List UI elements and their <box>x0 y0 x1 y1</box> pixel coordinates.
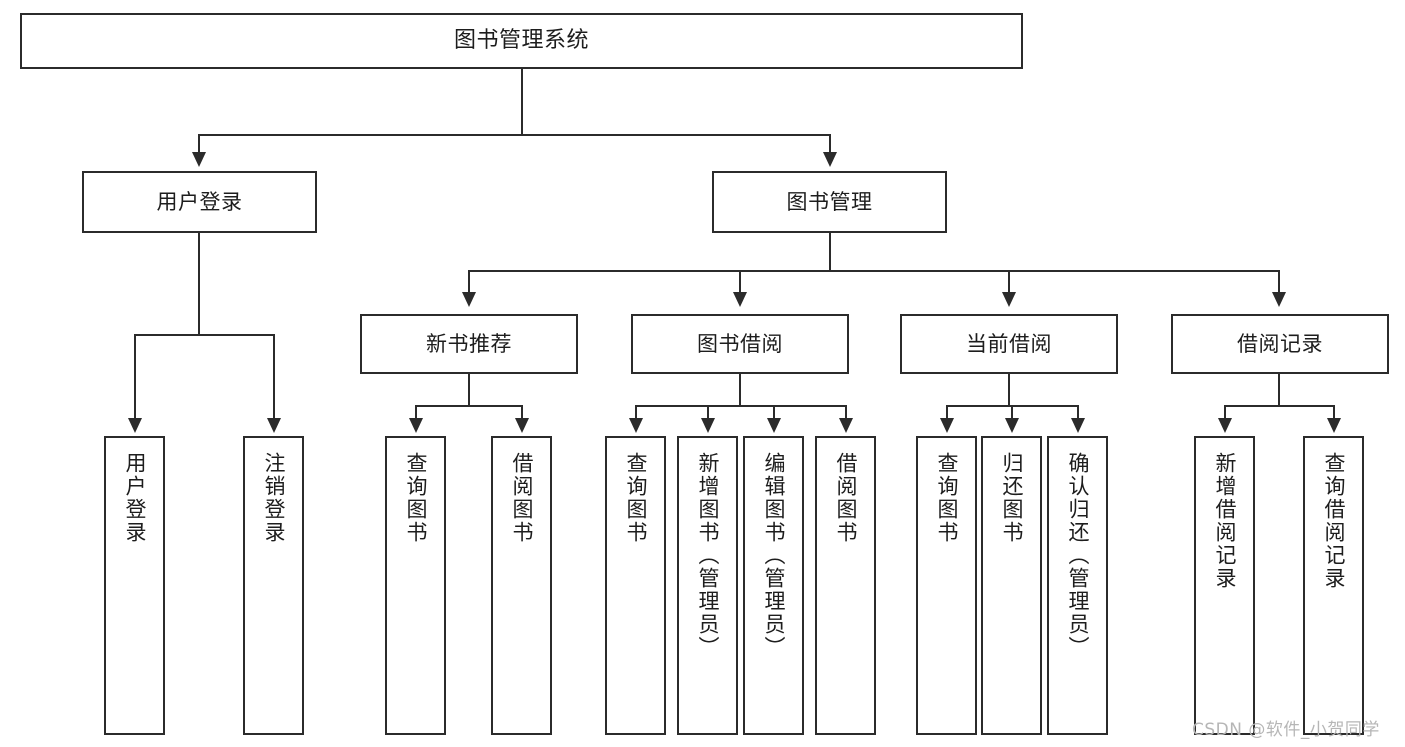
arrowhead-user-login-to-leaf-1 <box>267 418 281 433</box>
node-label: 图书管理系统 <box>453 28 589 54</box>
connector-current-borrow-stem <box>1008 374 1010 406</box>
connector-book-borrow-to-leaf-0 <box>635 405 637 420</box>
leaf-node-query-borrow-record[interactable]: 查询借阅记录 <box>1303 436 1364 735</box>
leaf-node-borrow-book-recommend[interactable]: 借阅图书 <box>491 436 552 735</box>
connector-new-book-stem <box>468 374 470 406</box>
arrowhead-book-borrow-to-leaf-2 <box>767 418 781 433</box>
connector-book-borrow-to-leaf-2 <box>773 405 775 420</box>
connector-current-borrow-to-leaf-0 <box>946 405 948 420</box>
arrowhead-current-borrow-to-leaf-0 <box>940 418 954 433</box>
node-borrow-record[interactable]: 借阅记录 <box>1171 314 1389 374</box>
connector-borrow-record-stem <box>1278 374 1280 406</box>
connector-borrow-record-to-leaf-0 <box>1224 405 1226 420</box>
node-label: 借阅图书 <box>509 452 534 544</box>
arrowhead-new-book-to-leaf-0 <box>409 418 423 433</box>
node-label: 借阅图书 <box>833 452 858 544</box>
connector-book-borrow-to-leaf-1 <box>707 405 709 420</box>
arrowhead-book-borrow-to-leaf-0 <box>629 418 643 433</box>
watermark-text: CSDN @软件_小贺同学 <box>1192 720 1380 740</box>
node-label: 图书管理 <box>786 189 873 214</box>
leaf-node-query-book-current[interactable]: 查询图书 <box>916 436 977 735</box>
leaf-node-query-book-recommend[interactable]: 查询图书 <box>385 436 446 735</box>
connector-book-mgmt-to-level3-1 <box>739 270 741 294</box>
node-label: 查询借阅记录 <box>1321 452 1346 590</box>
connector-user-login-stem <box>198 233 200 335</box>
node-label: 图书借阅 <box>697 331 783 356</box>
node-root-system[interactable]: 图书管理系统 <box>20 13 1023 69</box>
leaf-node-return-book[interactable]: 归还图书 <box>981 436 1042 735</box>
node-label: 查询图书 <box>623 452 648 544</box>
node-label: 当前借阅 <box>966 331 1052 356</box>
arrowhead-book-mgmt-to-level3-1 <box>733 292 747 307</box>
arrowhead-borrow-record-to-leaf-1 <box>1327 418 1341 433</box>
arrowhead-book-mgmt-to-level3-3 <box>1272 292 1286 307</box>
connector-user-login-to-leaf-1 <box>273 334 275 420</box>
arrowhead-current-borrow-to-leaf-2 <box>1071 418 1085 433</box>
node-label: 新书推荐 <box>426 331 512 356</box>
connector-user-login-split-bar <box>134 334 274 336</box>
connector-book-mgmt-stem <box>829 233 831 271</box>
arrowhead-book-mgmt-to-level3-0 <box>462 292 476 307</box>
leaf-node-add-book-admin[interactable]: 新增图书（管理员） <box>677 436 738 735</box>
leaf-node-borrow-book[interactable]: 借阅图书 <box>815 436 876 735</box>
node-label: 确认归还（管理员） <box>1065 452 1090 659</box>
connector-borrow-record-to-leaf-1 <box>1333 405 1335 420</box>
node-book-borrow[interactable]: 图书借阅 <box>631 314 849 374</box>
node-label: 查询图书 <box>934 452 959 544</box>
connector-borrow-record-split-bar <box>1224 405 1334 407</box>
connector-book-mgmt-to-level3-3 <box>1278 270 1280 294</box>
arrowhead-book-borrow-to-leaf-1 <box>701 418 715 433</box>
arrowhead-root-to-user-login <box>192 152 206 167</box>
node-label: 新增借阅记录 <box>1212 452 1237 590</box>
node-label: 新增图书（管理员） <box>695 452 720 659</box>
connector-book-borrow-to-leaf-3 <box>845 405 847 420</box>
connector-new-book-split-bar <box>415 405 522 407</box>
connector-book-borrow-split-bar <box>635 405 846 407</box>
arrowhead-new-book-to-leaf-1 <box>515 418 529 433</box>
arrowhead-user-login-to-leaf-0 <box>128 418 142 433</box>
connector-current-borrow-to-leaf-2 <box>1077 405 1079 420</box>
node-user-login[interactable]: 用户登录 <box>82 171 317 233</box>
node-label: 注销登录 <box>261 452 286 544</box>
node-current-borrow[interactable]: 当前借阅 <box>900 314 1118 374</box>
leaf-node-confirm-return-admin[interactable]: 确认归还（管理员） <box>1047 436 1108 735</box>
node-label: 用户登录 <box>122 452 147 544</box>
arrowhead-root-to-book-mgmt <box>823 152 837 167</box>
connector-new-book-to-leaf-1 <box>521 405 523 420</box>
node-label: 查询图书 <box>403 452 428 544</box>
arrowhead-book-borrow-to-leaf-3 <box>839 418 853 433</box>
node-label: 用户登录 <box>156 189 243 214</box>
connector-root-to-book-mgmt <box>829 134 831 154</box>
connector-root-stem <box>521 69 523 135</box>
node-book-management[interactable]: 图书管理 <box>712 171 947 233</box>
node-label: 借阅记录 <box>1237 331 1323 356</box>
connector-root-to-user-login <box>198 134 200 154</box>
arrowhead-book-mgmt-to-level3-2 <box>1002 292 1016 307</box>
arrowhead-borrow-record-to-leaf-0 <box>1218 418 1232 433</box>
leaf-node-query-book-borrow[interactable]: 查询图书 <box>605 436 666 735</box>
connector-root-split-bar <box>198 134 830 136</box>
leaf-node-logout[interactable]: 注销登录 <box>243 436 304 735</box>
leaf-node-add-borrow-record[interactable]: 新增借阅记录 <box>1194 436 1255 735</box>
arrowhead-current-borrow-to-leaf-1 <box>1005 418 1019 433</box>
connector-book-mgmt-to-level3-0 <box>468 270 470 294</box>
node-label: 归还图书 <box>999 452 1024 544</box>
node-new-book-recommend[interactable]: 新书推荐 <box>360 314 578 374</box>
connector-book-borrow-stem <box>739 374 741 406</box>
node-label: 编辑图书（管理员） <box>761 452 786 659</box>
connector-user-login-to-leaf-0 <box>134 334 136 420</box>
connector-current-borrow-to-leaf-1 <box>1011 405 1013 420</box>
leaf-node-edit-book-admin[interactable]: 编辑图书（管理员） <box>743 436 804 735</box>
leaf-node-user-login[interactable]: 用户登录 <box>104 436 165 735</box>
connector-book-mgmt-to-level3-2 <box>1008 270 1010 294</box>
connector-new-book-to-leaf-0 <box>415 405 417 420</box>
connector-book-mgmt-split-bar <box>468 270 1278 272</box>
